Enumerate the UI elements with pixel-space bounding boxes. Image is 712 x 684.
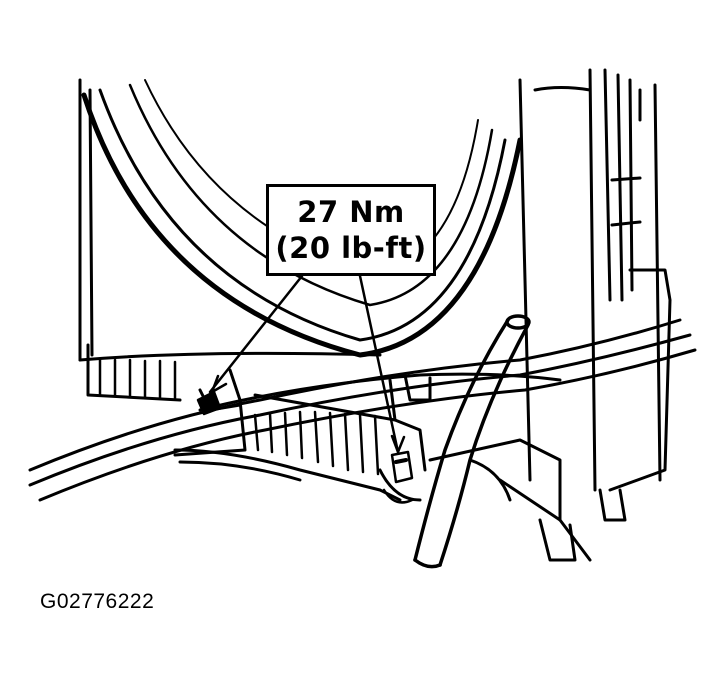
- torque-imperial: (20 lb-ft): [275, 231, 427, 265]
- callout-leaders: [208, 274, 406, 454]
- left-tank: [78, 78, 382, 402]
- fan-shroud: [81, 79, 523, 358]
- figure-id: G02776222: [40, 590, 155, 613]
- lower-bracket: [173, 368, 592, 562]
- torque-callout: 27 Nm (20 lb-ft): [266, 184, 436, 276]
- right-frame: [518, 68, 672, 522]
- curved-hose: [413, 314, 531, 569]
- coolant-lines: [28, 318, 697, 502]
- mounting-bolts: [196, 390, 414, 504]
- torque-metric: 27 Nm: [297, 195, 405, 229]
